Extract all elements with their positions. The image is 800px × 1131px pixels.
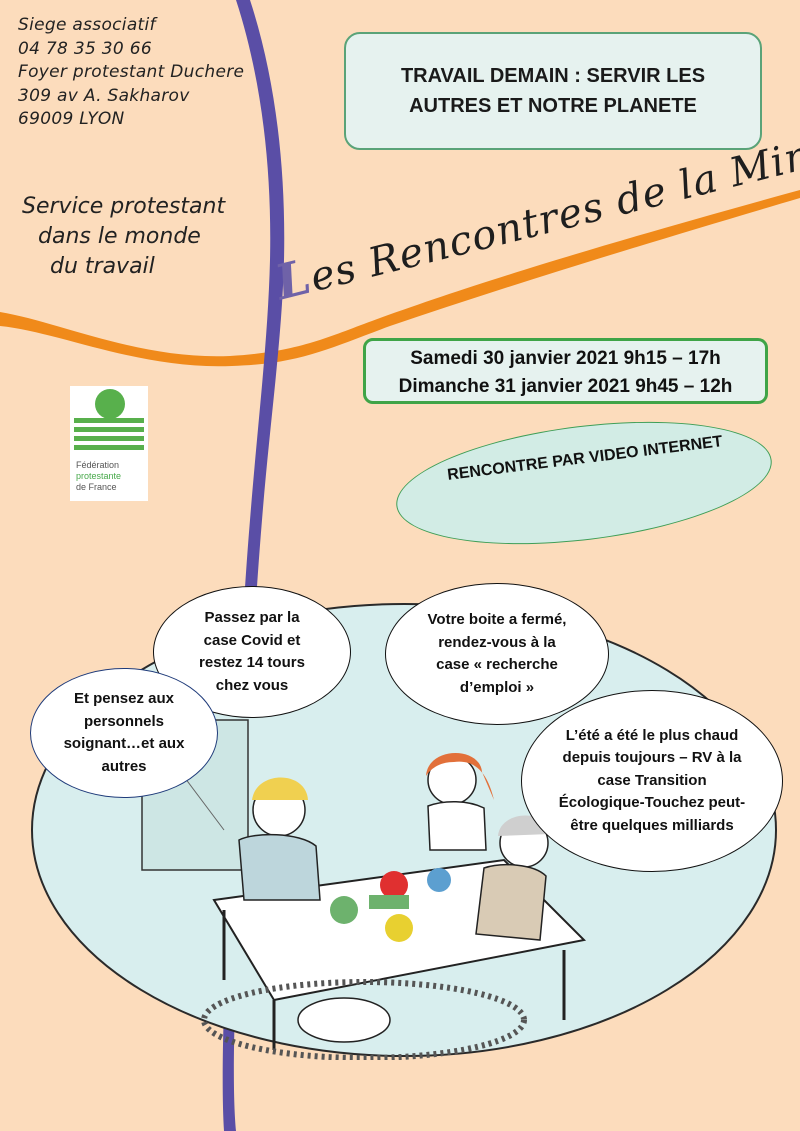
- series-title: Les Rencontres de la Mirly: [250, 124, 800, 335]
- logo-line: protestante: [76, 471, 122, 481]
- service-line: du travail: [50, 254, 155, 279]
- bubble-text: Et pensez aux personnels soignant…et aux…: [63, 690, 185, 775]
- theme-box: TRAVAIL DEMAIN : SERVIR LES AUTRES ET NO…: [344, 32, 762, 150]
- dates-box: Samedi 30 janvier 2021 9h15 – 17h Dimanc…: [363, 338, 768, 404]
- logo-line: Fédération: [76, 460, 120, 470]
- date-line-sunday: Dimanche 31 janvier 2021 9h45 – 12h: [398, 376, 733, 397]
- address-line: 69009 LYON: [18, 109, 125, 129]
- service-line: Service protestant: [22, 194, 226, 219]
- service-description: Service protestant dans le monde du trav…: [22, 192, 226, 282]
- address-line: 04 78 35 30 66: [18, 38, 152, 59]
- address-line: Siege associatif: [18, 15, 156, 35]
- speech-bubble-climat: L’été a été le plus chaud depuis toujour…: [521, 690, 783, 872]
- date-line-saturday: Samedi 30 janvier 2021 9h15 – 17h: [410, 348, 721, 369]
- theme-text: TRAVAIL DEMAIN : SERVIR LES AUTRES ET NO…: [400, 65, 706, 117]
- service-line: dans le monde: [38, 224, 201, 249]
- logo-line: de France: [76, 482, 117, 492]
- federation-logo-icon: [74, 389, 144, 450]
- bubble-text: Passez par la case Covid et restez 14 to…: [199, 609, 305, 694]
- federation-logo: Fédération protestante de France: [70, 386, 148, 501]
- bubble-text: Votre boite a fermé, rendez-vous à la ca…: [427, 611, 567, 696]
- bubble-text: L’été a été le plus chaud depuis toujour…: [558, 726, 746, 834]
- address-line: 309 av A. Sakharov: [18, 85, 190, 106]
- speech-bubble-emploi: Votre boite a fermé, rendez-vous à la ca…: [385, 583, 609, 725]
- association-address: Siege associatif 04 78 35 30 66 Foyer pr…: [18, 14, 244, 132]
- address-line: Foyer protestant Duchere: [18, 62, 245, 82]
- speech-bubble-soignants: Et pensez aux personnels soignant…et aux…: [30, 668, 218, 798]
